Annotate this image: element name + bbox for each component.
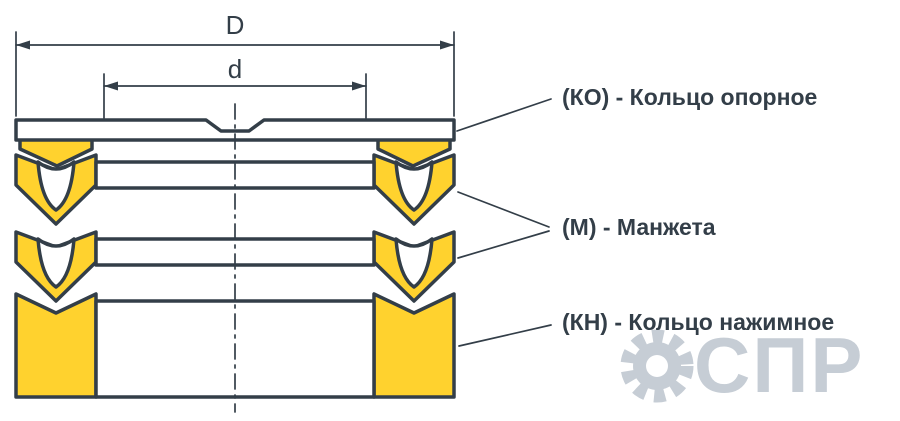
dimension-d [103, 73, 367, 119]
dim-label-D: D [225, 10, 245, 40]
leader-ko [456, 98, 552, 132]
ko-ring-strip [14, 118, 456, 142]
cuff-1-lip-groove-right [394, 160, 434, 212]
drawing-group [14, 31, 552, 413]
gear-teeth [620, 329, 694, 403]
watermark-text: СПР [694, 321, 865, 409]
seal-parts [14, 118, 456, 399]
cuff-1-lip-groove-left [36, 160, 76, 212]
cuff-2-center-band [94, 237, 376, 267]
leader-m-lower [457, 230, 550, 259]
label-m: (М) - Манжета [562, 214, 716, 240]
arrowhead-D-left [16, 40, 30, 50]
dim-label-d: d [227, 54, 243, 84]
leader-m-upper [457, 191, 550, 228]
gear-icon [620, 329, 694, 403]
arrowhead-d-right [352, 81, 366, 91]
label-ko: (КО) - Кольцо опорное [562, 84, 818, 110]
cuff-2-lip-groove-right [394, 237, 434, 289]
arrowhead-D-right [440, 40, 454, 50]
leader-lines [456, 98, 552, 347]
gear-hole [646, 355, 668, 377]
label-kn: (КН) - Кольцо нажимное [562, 309, 835, 335]
leader-kn [458, 324, 552, 347]
kn-block-right [372, 292, 456, 399]
cuff-2-lip-groove-left [36, 237, 76, 289]
dimension-D [15, 31, 455, 117]
arrowhead-d-left [104, 81, 118, 91]
kn-block-left [14, 292, 98, 399]
